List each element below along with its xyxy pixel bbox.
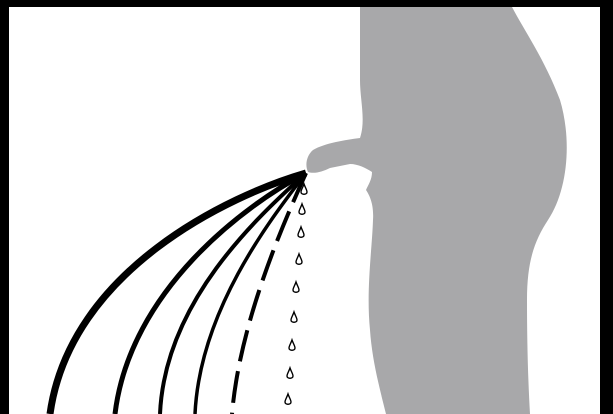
frame-top xyxy=(0,0,613,7)
frame-left xyxy=(0,0,9,414)
frame-right xyxy=(600,0,613,414)
